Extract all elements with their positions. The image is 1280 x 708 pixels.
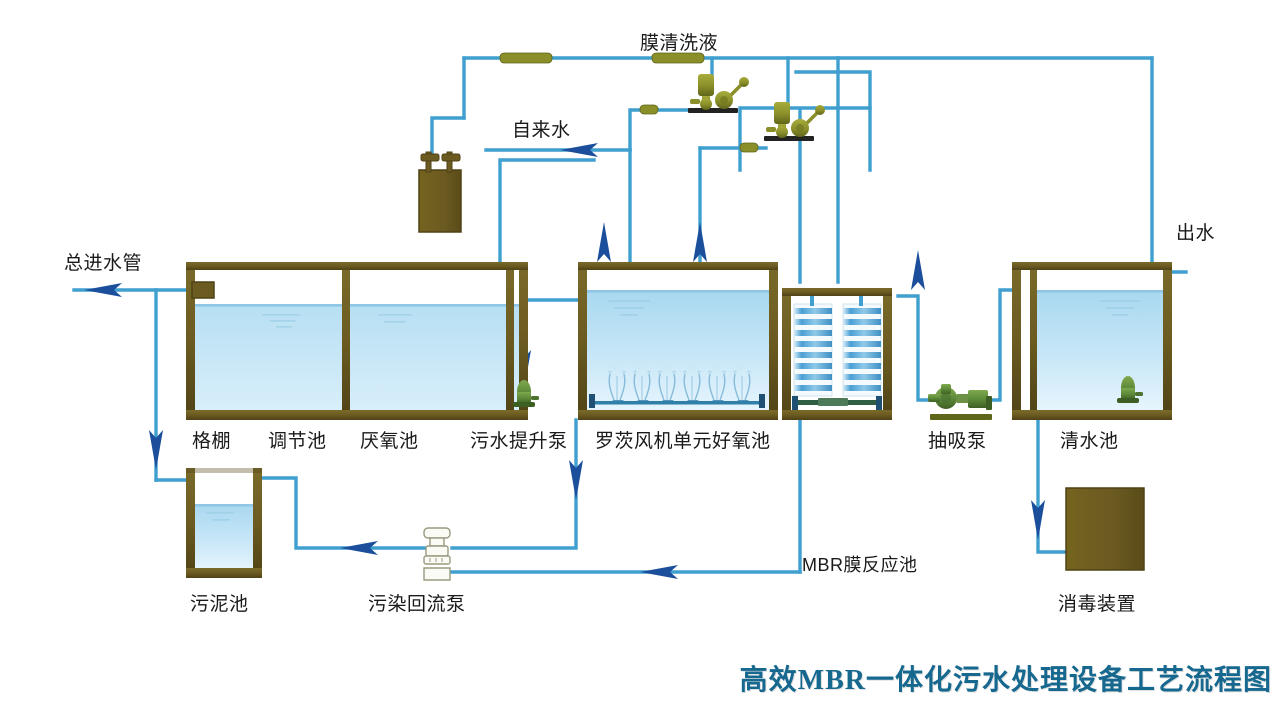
valve-flange (423, 555, 451, 565)
chemical-tank-graphic (418, 151, 462, 233)
arrow-inlet (84, 283, 122, 297)
disinfection-device-graphic (1065, 487, 1145, 571)
arrow-mbr-to-pump (911, 250, 925, 290)
label-roots-blower-aerobic-tank: 罗茨风机单元好氧池 (595, 431, 771, 452)
label-membrane-cleaning-solution: 膜清洗液 (640, 33, 719, 54)
aerobic-tank-graphic (578, 262, 778, 420)
pipe-disinfection-feed (1036, 418, 1070, 554)
main-tank-train-graphic (186, 262, 539, 420)
label-suction-pump: 抽吸泵 (928, 431, 987, 452)
page-title: 高效MBR一体化污水处理设备工艺流程图 (739, 665, 1272, 696)
label-mbr-membrane-reactor: MBR膜反应池 (802, 555, 918, 575)
arrow-tapwater-right (560, 143, 598, 157)
dosing-pump-2 (764, 102, 825, 141)
membrane-module-1 (793, 290, 833, 397)
pipe-suctionpump-to-cleanwater (988, 288, 1022, 402)
suction-pump-graphic (928, 384, 992, 420)
aeration-diffusers (608, 366, 751, 404)
valve-stem (429, 537, 445, 547)
valve-body-upper (425, 545, 449, 557)
pipe-to-dosing-pump-1 (628, 108, 692, 152)
pipe-tapwater-branch-down (498, 158, 596, 302)
return-pump-valve-graphic (423, 527, 451, 581)
label-outlet: 出水 (1176, 223, 1216, 244)
submersible-pump-cleanwater (1117, 376, 1143, 403)
flow-arrows (84, 143, 1045, 579)
pipe-sludge-to-returnpump (256, 476, 434, 550)
pipe-returnpump-to-aerobic (450, 418, 578, 550)
arrow-sludge-up (149, 430, 163, 470)
arrow-disinfection-up (1031, 500, 1045, 540)
valve-handwheel (423, 527, 451, 539)
label-pollution-return-pump: 污染回流泵 (368, 594, 466, 615)
label-regulating-tank: 调节池 (268, 431, 327, 452)
label-inlet-main: 总进水管 (64, 253, 143, 274)
label-tap-water: 自来水 (512, 120, 571, 141)
mbr-tank-graphic (782, 288, 892, 420)
coupling-2 (651, 52, 705, 64)
chemical-tank-valves (420, 151, 461, 173)
pipe-fittings (499, 52, 759, 153)
coupling-3 (639, 104, 659, 115)
arrow-into-aerobic-2 (693, 222, 707, 262)
label-anaerobic-tank: 厌氧池 (360, 431, 419, 452)
submersible-pump-lift (513, 380, 539, 407)
pipe-mbr-to-suctionpump (896, 294, 936, 402)
membrane-module-2 (842, 290, 882, 397)
coupling-1 (499, 52, 553, 64)
arrow-mbr-return-right (640, 565, 678, 579)
pipe-chemtank-left-riser (430, 116, 466, 160)
dosing-pump-1 (688, 74, 749, 113)
label-clean-water-tank: 清水池 (1060, 431, 1119, 452)
arrow-into-aerobic-1 (597, 222, 611, 262)
label-grille: 格棚 (192, 431, 232, 452)
arrow-sludge-right (340, 541, 378, 555)
valve-body-lower (423, 567, 451, 581)
label-disinfection-device: 消毒装置 (1058, 594, 1137, 615)
pipe-network (72, 56, 1188, 574)
arrow-return-up (569, 460, 583, 500)
label-sewage-lift-pump: 污水提升泵 (470, 431, 568, 452)
sludge-tank-graphic (186, 468, 262, 578)
coupling-4 (739, 142, 759, 153)
label-sludge-tank: 污泥池 (190, 594, 249, 615)
clean-water-tank-graphic (1012, 262, 1172, 420)
